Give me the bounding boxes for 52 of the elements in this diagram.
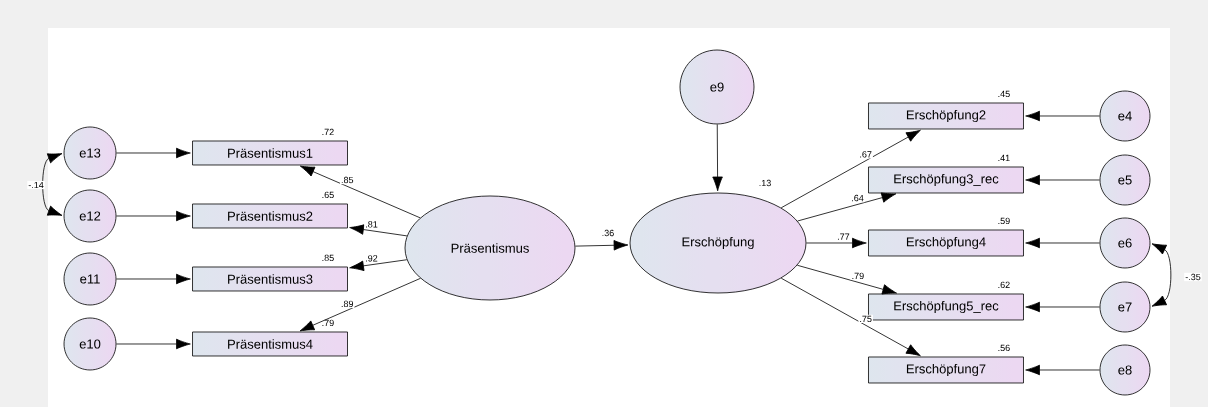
r-squared-label: .56 [998, 344, 1010, 352]
arrow [42, 153, 63, 216]
edge-label: .85 [340, 175, 355, 185]
observed-variable-box: Präsentismus2 [192, 203, 348, 229]
arrow [299, 165, 421, 219]
observed-variable-box: Erschöpfung2 [868, 102, 1024, 130]
edge-label: .75 [858, 314, 873, 324]
r-squared-label: .59 [998, 217, 1010, 225]
observed-variable-box: Erschöpfung4 [868, 229, 1024, 257]
arrow [1025, 364, 1100, 376]
edge-label: -.35 [1184, 272, 1202, 282]
arrow [797, 192, 897, 222]
arrow [349, 259, 408, 272]
edge-label: .64 [850, 193, 865, 203]
edge-label: -.14 [27, 180, 45, 190]
r-squared-label: .13 [759, 179, 771, 187]
r-squared-label: .72 [322, 128, 334, 136]
arrow [349, 224, 408, 237]
arrow [116, 147, 191, 159]
arrow [1151, 243, 1172, 307]
r-squared-label: .62 [998, 281, 1010, 289]
arrow [1025, 301, 1100, 313]
arrow [116, 273, 191, 285]
edge-label: .79 [850, 271, 866, 281]
edge-label: .92 [364, 254, 379, 263]
arrow [1025, 174, 1100, 186]
observed-variable-box: Präsentismus3 [192, 266, 348, 292]
arrow [299, 277, 421, 332]
edge-label: .77 [836, 232, 851, 241]
edge-label: .67 [858, 150, 873, 159]
edge-label: .81 [364, 220, 379, 229]
edge-label: .36 [600, 228, 616, 238]
arrow [574, 240, 629, 251]
r-squared-label: .85 [322, 254, 334, 262]
arrow [780, 277, 921, 357]
edge-label: .89 [339, 299, 355, 309]
r-squared-label: .65 [322, 191, 334, 199]
arrow [116, 338, 191, 350]
r-squared-label: .45 [998, 90, 1010, 98]
observed-variable-box: Präsentismus1 [192, 140, 348, 166]
observed-variable-box: Erschöpfung3_rec [868, 166, 1024, 194]
arrow [796, 264, 897, 295]
arrow [712, 124, 723, 192]
arrow [1025, 110, 1100, 122]
arrow [1025, 237, 1100, 249]
arrow [806, 237, 867, 249]
r-squared-label: .41 [998, 154, 1010, 162]
observed-variable-box: Erschöpfung7 [868, 356, 1024, 384]
observed-variable-box: Präsentismus4 [192, 331, 348, 357]
r-squared-label: .79 [322, 319, 334, 327]
arrow [116, 210, 191, 222]
arrow [780, 129, 921, 209]
